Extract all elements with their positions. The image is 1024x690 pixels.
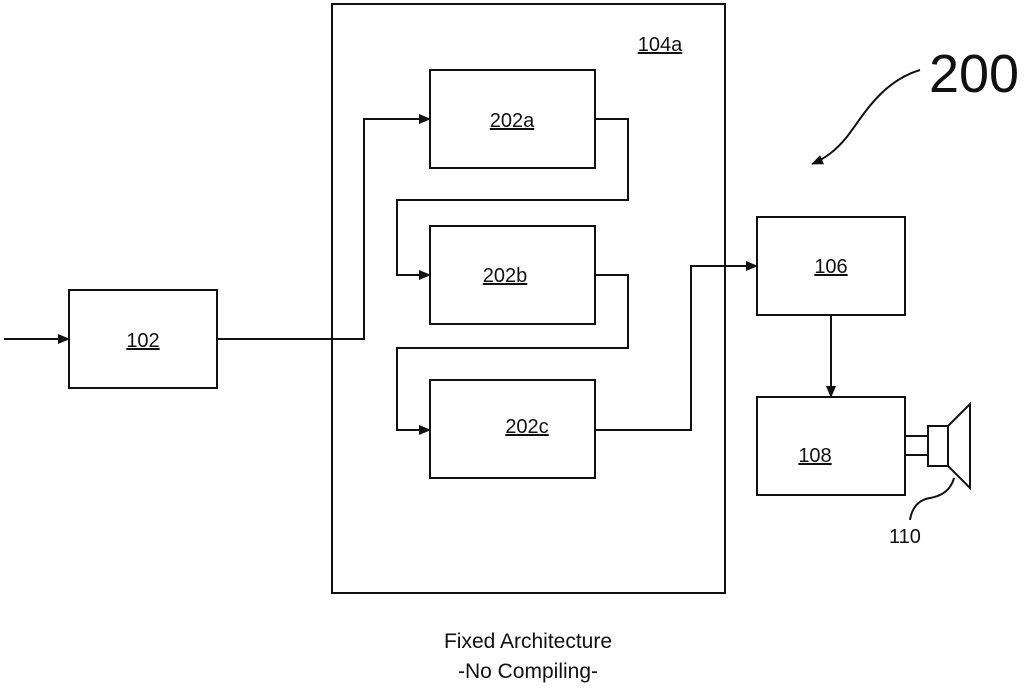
speaker-icon <box>905 404 970 520</box>
block-202a-label: 202a <box>490 110 535 132</box>
block-108-label: 108 <box>798 445 831 467</box>
block-106-label: 106 <box>814 256 847 278</box>
block-202c-label: 202c <box>505 416 548 438</box>
container-104a-label: 104a <box>638 34 683 56</box>
block-202b-label: 202b <box>483 265 528 287</box>
speaker-110-label: 110 <box>889 526 921 548</box>
figure-pointer-arrow <box>812 70 920 164</box>
block-102-label: 102 <box>126 330 159 352</box>
figure-number: 200 <box>929 44 1019 104</box>
caption-line-1: Fixed Architecture <box>312 630 744 654</box>
caption-line-2: -No Compiling- <box>312 660 744 684</box>
